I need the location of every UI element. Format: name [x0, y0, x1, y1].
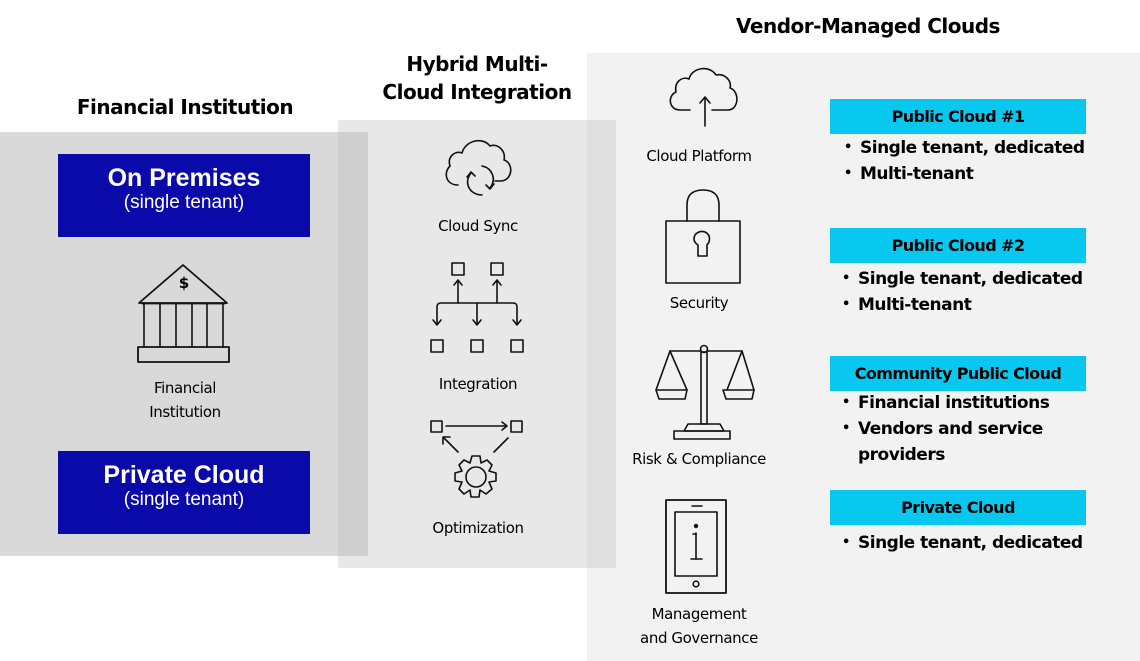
hybrid-integration-panel-edge — [338, 120, 368, 132]
private-cloud-title: Private Cloud — [103, 461, 265, 489]
optimization-gear-icon — [430, 420, 523, 498]
tablet-info-icon — [665, 499, 727, 594]
public-cloud-2-header: Public Cloud #2 — [830, 228, 1086, 263]
financial-institution-heading: Financial Institution — [76, 95, 294, 119]
bullet-item: Single tenant, dedicated — [840, 266, 1100, 292]
vendor-managed-panel-edge — [587, 568, 616, 661]
public-cloud-2-bullets: Single tenant, dedicated Multi-tenant — [840, 266, 1100, 318]
financial-institution-label: Financial Institution — [100, 376, 270, 424]
cloud-upload-icon — [669, 67, 738, 127]
panel-overlap — [338, 132, 368, 556]
public-cloud-1-header: Public Cloud #1 — [830, 99, 1086, 134]
private-cloud-box: Private Cloud (single tenant) — [58, 451, 310, 534]
cloud-sync-label: Cloud Sync — [438, 217, 518, 235]
bullet-item-continued: providers — [858, 445, 945, 465]
cloud-platform-label: Cloud Platform — [646, 147, 752, 165]
private-cloud-vendor-header: Private Cloud — [830, 490, 1086, 525]
hybrid-integration-heading: Hybrid Multi- Cloud Integration — [338, 50, 616, 106]
bullet-item: Multi-tenant — [842, 161, 1102, 187]
bullet-item: Vendors and service — [840, 416, 1100, 442]
integration-icon — [430, 262, 524, 353]
optimization-label: Optimization — [432, 519, 524, 537]
risk-compliance-label: Risk & Compliance — [632, 450, 766, 468]
vendor-managed-heading: Vendor-Managed Clouds — [736, 14, 1000, 38]
bullet-item: Multi-tenant — [840, 292, 1100, 318]
integration-label: Integration — [438, 375, 518, 393]
bank-icon — [137, 264, 230, 363]
cloud-sync-icon — [445, 139, 512, 196]
on-premises-title: On Premises — [107, 164, 261, 192]
dollar-sign-icon: $ — [178, 274, 190, 292]
community-public-cloud-header: Community Public Cloud — [830, 356, 1086, 391]
on-premises-box: On Premises (single tenant) — [58, 154, 310, 237]
financial-institution-label-line2: Institution — [149, 403, 221, 421]
bullet-item: Single tenant, dedicated — [842, 135, 1102, 161]
management-governance-label-line1: Management — [651, 605, 747, 623]
hybrid-integration-panel-edge — [338, 556, 368, 568]
hybrid-heading-line2: Cloud Integration — [382, 80, 572, 104]
financial-institution-label-line1: Financial — [153, 379, 217, 397]
community-public-cloud-bullets: Financial institutions Vendors and servi… — [840, 390, 1100, 468]
private-cloud-subtitle: (single tenant) — [123, 489, 245, 510]
security-label: Security — [669, 294, 729, 312]
vendor-managed-panel-edge — [587, 53, 616, 120]
public-cloud-1-bullets: Single tenant, dedicated Multi-tenant — [842, 135, 1102, 187]
bullet-item: Financial institutions — [840, 390, 1100, 416]
on-premises-subtitle: (single tenant) — [123, 192, 245, 213]
private-cloud-vendor-bullets: Single tenant, dedicated — [840, 530, 1100, 556]
bullet-item: Single tenant, dedicated — [840, 530, 1100, 556]
panel-overlap — [587, 120, 616, 568]
management-governance-label: Management and Governance — [604, 602, 794, 650]
hybrid-heading-line1: Hybrid Multi- — [406, 52, 548, 76]
lock-icon — [665, 189, 741, 284]
scales-icon — [655, 344, 755, 440]
management-governance-label-line2: and Governance — [640, 629, 758, 647]
